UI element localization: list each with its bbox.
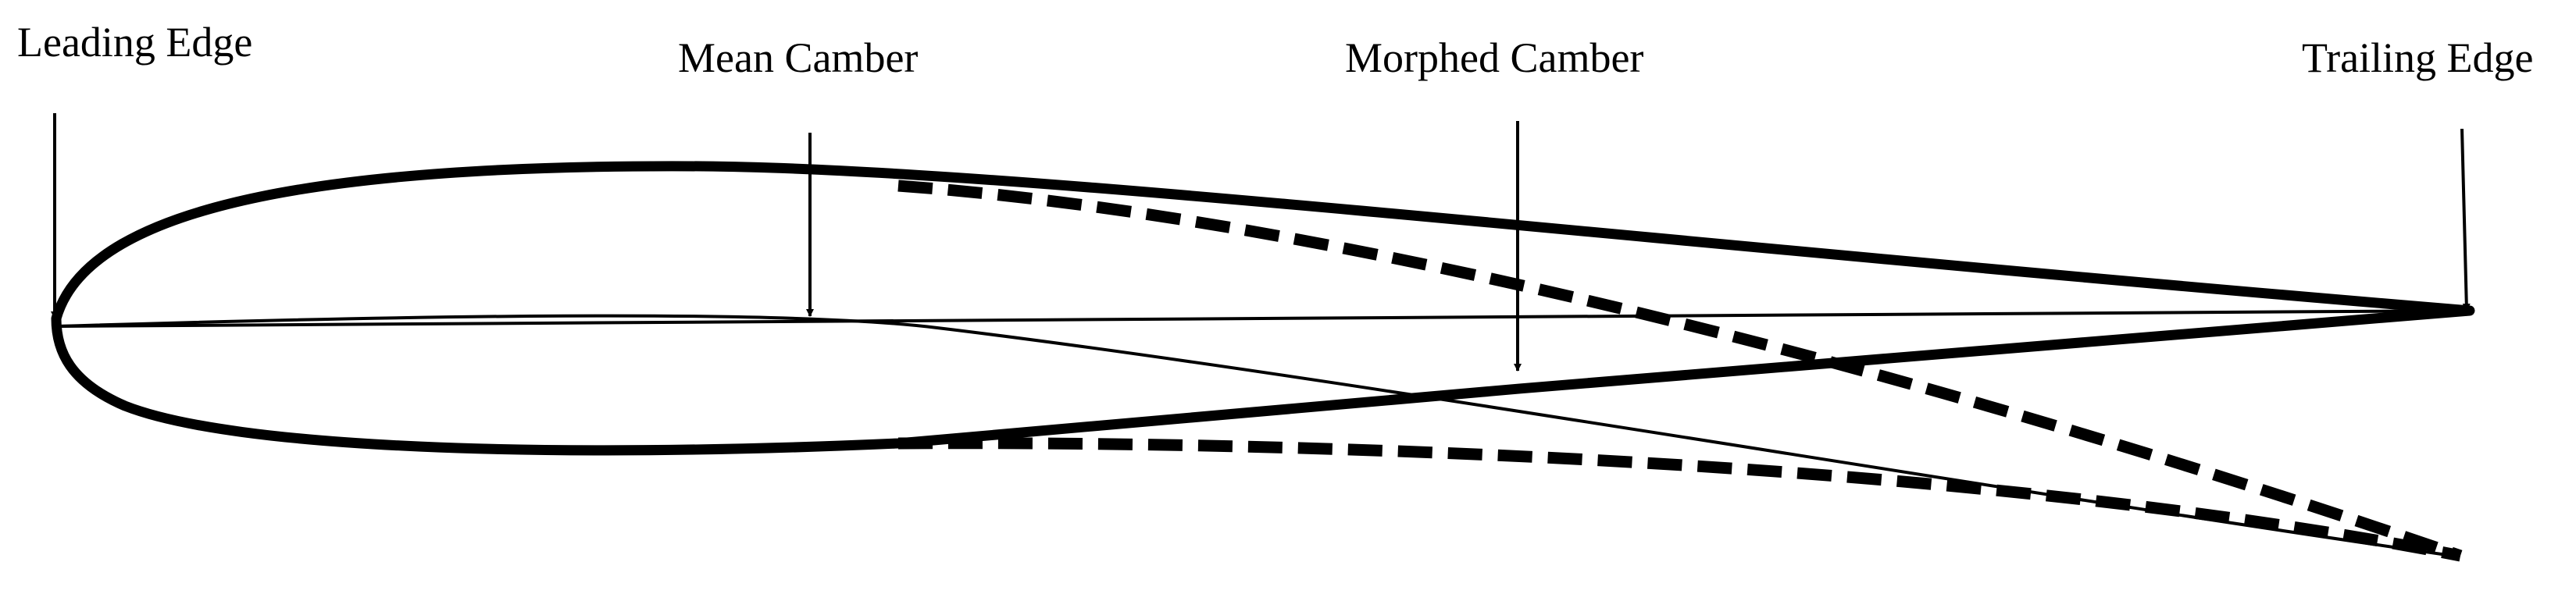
morphed-airfoil-lower-surface xyxy=(897,437,2462,562)
morphed-airfoil-upper-surface xyxy=(897,180,2463,562)
trailing-edge-label: Trailing Edge xyxy=(2302,34,2534,81)
trailing-edge-arrow xyxy=(2460,128,2471,311)
mean-camber-label: Mean Camber xyxy=(678,34,918,81)
morphed-camber-label: Morphed Camber xyxy=(1345,34,1643,81)
leading-edge-label: Leading Edge xyxy=(17,19,252,66)
original-airfoil-outline xyxy=(51,161,2475,456)
chord-line xyxy=(55,309,2471,328)
